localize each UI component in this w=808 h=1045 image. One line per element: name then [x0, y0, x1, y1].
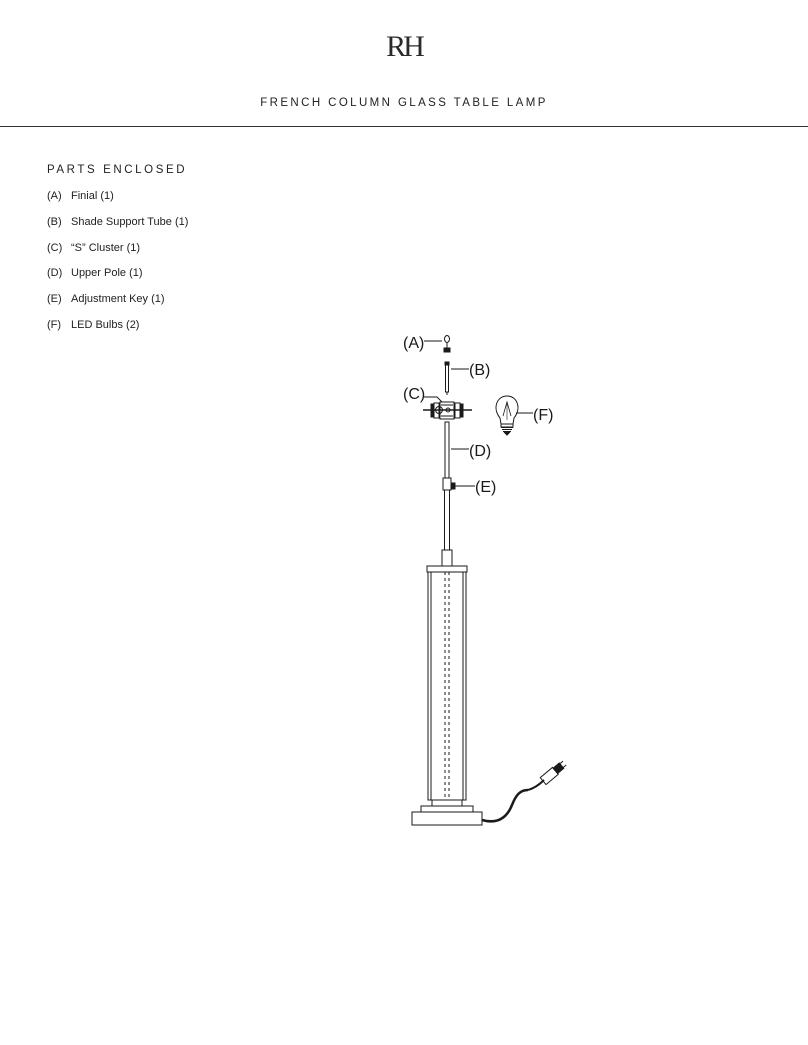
part-letter: (E) — [47, 293, 62, 306]
callout-label-d: (D) — [469, 443, 491, 460]
parts-list: (A)Finial (1) (B)Shade Support Tube (1) … — [47, 190, 188, 345]
part-letter: (A) — [47, 190, 62, 202]
part-item-e: (E) Adjustment Key (1) — [47, 293, 188, 319]
part-letter: (B) — [47, 215, 62, 228]
document-title: FRENCH COLUMN GLASS TABLE LAMP — [260, 97, 548, 109]
glass-column-body — [411, 565, 483, 826]
callout-label-b: (B) — [469, 362, 490, 379]
callout-label-f: (F) — [533, 407, 553, 424]
callout-label-a: (A) — [403, 335, 424, 352]
s-cluster-part — [423, 401, 472, 420]
part-name: “S” Cluster (1) — [71, 241, 141, 254]
part-letter: (C) — [47, 241, 63, 254]
callout-label-e: (E) — [475, 479, 496, 496]
part-name: Upper Pole (1) — [71, 267, 143, 280]
shade-support-tube-part — [444, 361, 450, 395]
header-divider — [0, 126, 808, 127]
power-cord — [481, 760, 567, 823]
callout-label-c: (C) — [403, 386, 425, 403]
part-name: LED Bulbs (2) — [71, 318, 140, 331]
led-bulb-part — [495, 395, 519, 436]
part-letter: (F) — [47, 318, 62, 331]
part-item-f: (F) LED Bulbs (2) — [47, 319, 188, 345]
part-name: Adjustment Key (1) — [71, 293, 165, 306]
finial-part — [443, 335, 451, 353]
part-item-c: (C) “S” Cluster (1) — [47, 242, 188, 268]
parts-heading: PARTS ENCLOSED — [47, 164, 188, 176]
callout-leader-c — [424, 396, 443, 403]
part-item-b: (B) Shade Support Tube (1) — [47, 216, 188, 242]
part-name: Finial (1) — [71, 190, 114, 202]
part-name: Shade Support Tube (1) — [71, 215, 189, 228]
upper-pole-part — [442, 421, 452, 491]
lower-pole — [441, 489, 453, 567]
brand-logo: RH — [386, 30, 425, 63]
part-item-a: (A) Finial (1) — [47, 190, 188, 216]
part-item-d: (D) Upper Pole (1) — [47, 267, 188, 293]
part-letter: (D) — [47, 267, 63, 280]
adjustment-key-part — [450, 482, 459, 490]
